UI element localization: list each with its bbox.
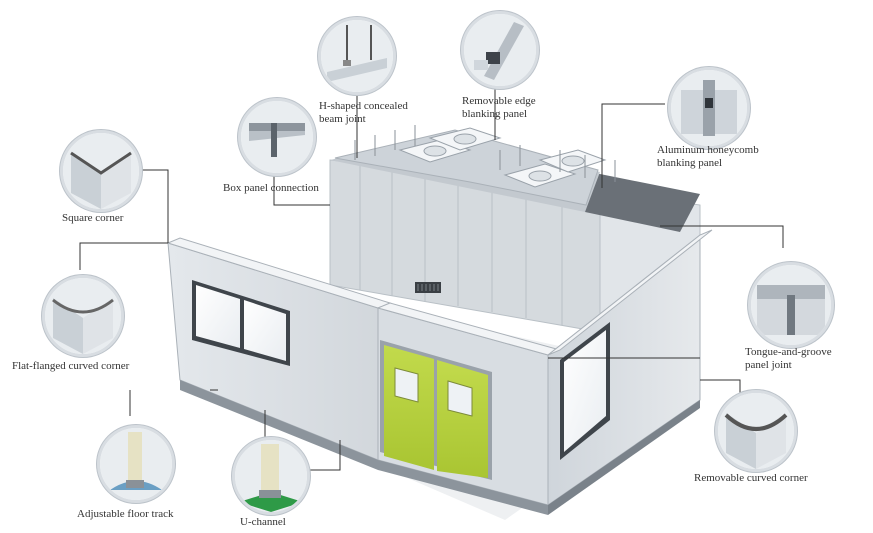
label-square-corner-text: Square corner [62,212,124,224]
side-right-wall-top [547,229,713,356]
label-u-channel: U-channel [240,516,286,529]
floor-track-icon [100,428,172,500]
leader-lines [79,80,784,471]
label-honeycomb-line2: blanking panel [657,157,723,169]
door-leaf-left [384,345,434,470]
window-glass-left [196,285,240,348]
square-corner-detail-badge [60,130,142,212]
box-panel-icon [241,101,313,173]
label-tongue-groove-line2: panel joint [745,359,792,371]
label-box-panel-text: Box panel connection [223,182,319,194]
base-strip [180,380,548,515]
back-wall-seams [359,163,563,325]
grille-slats [417,284,439,291]
label-curved-corner-text: Removable curved corner [694,472,808,484]
square-corner-icon [63,133,139,209]
floor-track-detail-badge [97,425,175,503]
window-glass-right [244,300,286,361]
tongue-groove-detail-badge [748,262,834,348]
flat-flanged-detail-badge [42,275,124,357]
label-h-joint-line2: beam joint [319,113,366,125]
label-floor-track-text: Adjustable floor track [77,508,174,520]
flat-flanged-icon [45,278,121,354]
label-curved-corner: Removable curved corner [694,472,808,485]
label-edge-panel-line2: blanking panel [462,108,528,120]
u-channel-detail-badge [232,437,310,515]
door-window-right [447,380,473,417]
label-h-joint: H-shaped concealed beam joint [319,100,408,126]
label-flat-flanged-text: Flat-flanged curved corner [12,360,130,372]
door-window-left [394,367,419,403]
label-honeycomb: Aluminum honeycomb blanking panel [657,144,759,170]
honeycomb-icon [671,70,747,146]
ffu-fans [423,133,585,182]
label-square-corner: Square corner [62,212,123,225]
return-air-grille [415,282,441,293]
label-u-channel-text: U-channel [240,516,286,528]
label-box-panel: Box panel connection [223,182,319,195]
label-tongue-groove: Tongue-and-groove panel joint [745,346,832,372]
label-h-joint-line1: H-shaped concealed [319,100,408,112]
label-edge-panel-line1: Removable edge [462,95,536,107]
h-joint-icon [321,20,393,92]
ceiling-opening [585,172,700,232]
removable-curved-icon [718,393,794,469]
honeycomb-detail-badge [668,67,750,149]
label-flat-flanged: Flat-flanged curved corner [12,360,129,373]
base-strip-right [548,400,700,515]
h-joint-detail-badge [318,17,396,95]
box-panel-detail-badge [238,98,316,176]
label-tongue-groove-line1: Tongue-and-groove [745,346,832,358]
tongue-groove-icon [751,265,831,345]
hanger-rods [354,125,616,182]
side-window-glass [564,330,606,452]
edge-panel-icon [464,14,536,86]
u-channel-icon [235,440,307,512]
label-honeycomb-line1: Aluminum honeycomb [657,144,759,156]
label-edge-panel: Removable edge blanking panel [462,95,536,121]
edge-panel-detail-badge [461,11,539,89]
door-leaf-right [437,360,488,478]
label-floor-track: Adjustable floor track [77,508,174,521]
removable-curved-detail-badge [715,390,797,472]
